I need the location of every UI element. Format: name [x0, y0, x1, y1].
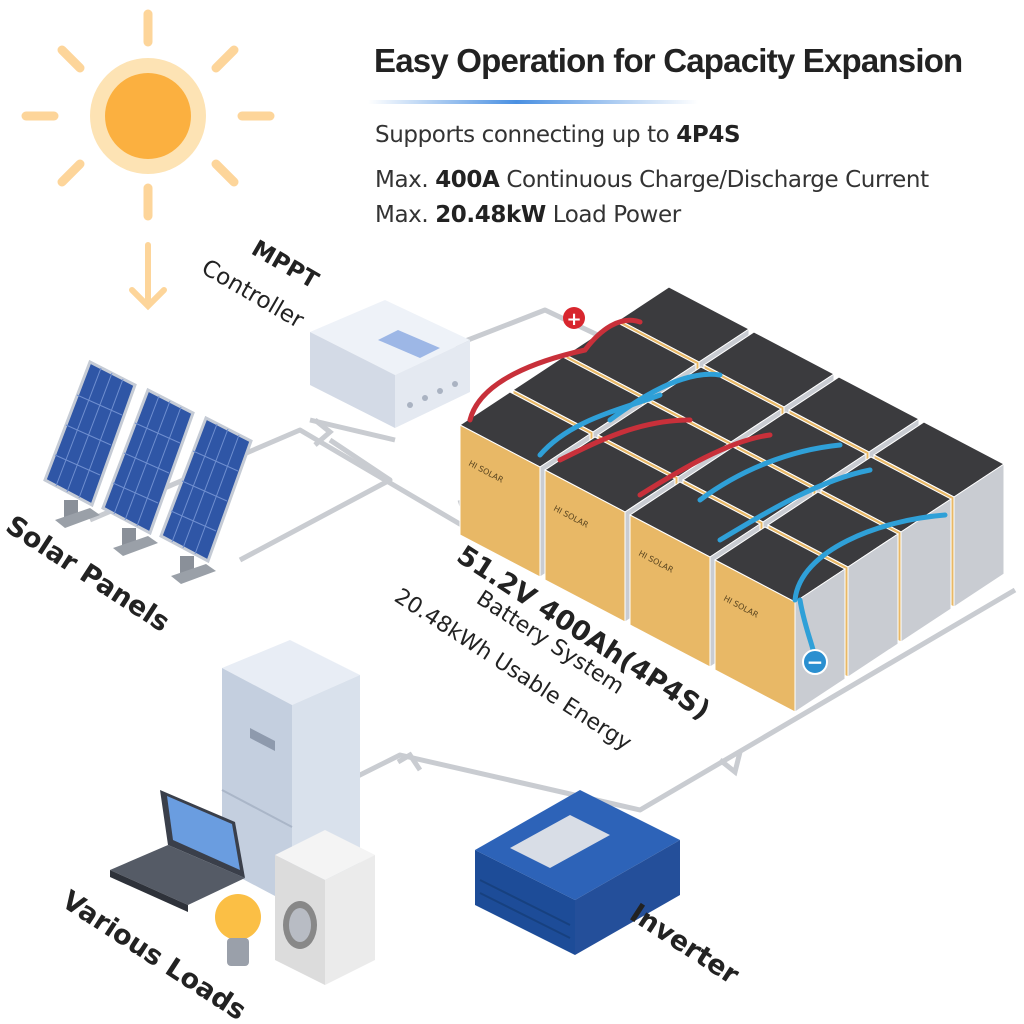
page-title: Easy Operation for Capacity Expansion — [374, 42, 963, 79]
inverter-icon — [475, 790, 680, 955]
mppt-controller-icon — [310, 300, 470, 428]
spec-value: 20.48kW — [435, 202, 546, 228]
sun-icon — [21, 9, 275, 311]
inverter-label: Inverter — [624, 898, 745, 991]
spec-text: Max. — [375, 202, 436, 228]
spec-line-config: Supports connecting up to 4P4S — [375, 122, 741, 148]
title-divider — [368, 100, 698, 104]
svg-text:+: + — [566, 309, 581, 330]
light-bulb-icon — [215, 894, 261, 966]
spec-value: 4P4S — [676, 122, 741, 148]
spec-text: Load Power — [545, 202, 681, 228]
battery-cables — [467, 317, 948, 663]
negative-terminal-icon: − — [802, 649, 828, 675]
spec-text: Max. — [375, 167, 436, 193]
laptop-icon — [110, 790, 245, 912]
spec-text: Continuous Charge/Discharge Current — [499, 167, 929, 193]
solar-panels-icon — [43, 359, 253, 586]
spec-line-current: Max. 400A Continuous Charge/Discharge Cu… — [375, 167, 929, 193]
positive-terminal-icon: + — [563, 307, 585, 330]
washing-machine-icon — [275, 830, 375, 985]
battery-module: HI SOLAR — [714, 526, 846, 713]
spec-text: Supports connecting up to — [375, 122, 677, 148]
svg-text:−: − — [807, 650, 824, 674]
spec-value: 400A — [435, 167, 500, 193]
arrow-icon — [313, 418, 743, 777]
spec-line-power: Max. 20.48kW Load Power — [375, 202, 681, 228]
